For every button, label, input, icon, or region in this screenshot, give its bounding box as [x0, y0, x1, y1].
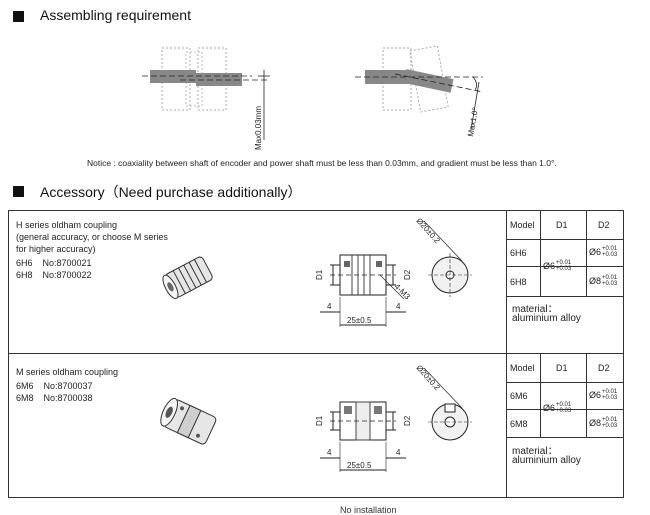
- material-value: aluminium alloy: [512, 455, 581, 466]
- h-series-item: 6H8 No:8700022: [16, 270, 92, 280]
- material-value: aluminium alloy: [512, 313, 581, 324]
- table-header-model: Model: [510, 220, 535, 230]
- dim-screw-label: 4-M3: [393, 282, 413, 302]
- m-coupling-drawing: D1 D2 4 4 25±0.5 Ø20±0.2: [315, 363, 472, 472]
- h-series-line: (general accuracy, or choose M series: [16, 232, 168, 242]
- h-series-item: 6H6 No:8700021: [16, 258, 92, 268]
- assembling-title: Assembling requirement: [40, 7, 191, 23]
- dim-d1-label: D1: [315, 415, 324, 426]
- dim-parallel-label: Max0.03mm: [254, 106, 263, 150]
- dim-diameter-label: Ø20±0.2: [415, 363, 443, 392]
- table-model-cell: 6H6: [510, 248, 527, 258]
- table-header-d1: D1: [556, 363, 568, 373]
- dim-angle-label: Max1.0°: [466, 107, 480, 138]
- m-spec-table: Model D1 D2 6M6 6M8 Ø6 +0.01 +0.03 Ø6 +0…: [506, 353, 624, 498]
- spec-column-divider: [506, 210, 507, 498]
- m-series-description: M series oldham coupling 6M6 No:8700037 …: [16, 366, 118, 404]
- h-series-line: H series oldham coupling: [16, 220, 118, 230]
- m-series-line: M series oldham coupling: [16, 367, 119, 377]
- table-header-d1: D1: [556, 220, 568, 230]
- table-header-d2: D2: [598, 220, 610, 230]
- section-bullet-square: [13, 186, 24, 197]
- section-bullet-square: [13, 11, 24, 22]
- table-d2-cell: Ø8 +0.01 +0.03: [589, 275, 618, 287]
- table-d1-cell: Ø6 +0.01 +0.03: [543, 402, 572, 414]
- footer-fragment: No installation: [340, 505, 397, 515]
- table-model-cell: 6M6: [510, 391, 528, 401]
- dim-d2-label: D2: [403, 415, 412, 426]
- m-coupling-illustration: [160, 397, 217, 445]
- h-series-description: H series oldham coupling (general accura…: [16, 219, 168, 281]
- table-d2-cell: Ø8 +0.01 +0.03: [589, 417, 618, 429]
- h-spec-table: Model D1 D2 6H6 6H8 Ø6 +0.01 +0.03 Ø6 +0…: [506, 210, 624, 353]
- dim-length-label: 25±0.5: [347, 316, 372, 325]
- dim-length-label: 25±0.5: [347, 461, 372, 470]
- m-series-item: 6M8 No:8700038: [16, 393, 93, 403]
- parallel-misalignment-diagram: Max0.03mm: [142, 47, 270, 150]
- angular-misalignment-diagram: Max1.0°: [355, 45, 484, 138]
- table-header-d2: D2: [598, 363, 610, 373]
- h-series-line: for higher accuracy): [16, 244, 96, 254]
- accessory-title: Accessory（Need purchase additionally）: [40, 184, 302, 200]
- material-label: material：: [512, 446, 558, 457]
- dim-left-label: 4: [327, 302, 332, 311]
- dim-right-label: 4: [396, 448, 401, 457]
- material-label: material：: [512, 304, 558, 315]
- table-d1-cell: Ø6 +0.01 +0.03: [543, 260, 572, 272]
- table-d2-cell: Ø6 +0.01 +0.03: [589, 389, 618, 401]
- h-coupling-illustration: [162, 256, 213, 300]
- dim-d1-label: D1: [315, 269, 324, 280]
- table-d2-cell: Ø6 +0.01 +0.03: [589, 246, 618, 258]
- dim-right-label: 4: [396, 302, 401, 311]
- row-divider: [8, 353, 624, 354]
- m-series-item: 6M6 No:8700037: [16, 381, 93, 391]
- table-model-cell: 6H8: [510, 277, 527, 287]
- dim-d2-label: D2: [403, 269, 412, 280]
- table-header-model: Model: [510, 363, 535, 373]
- dim-diameter-label: Ø20±0.2: [415, 216, 443, 245]
- accessory-table: [8, 210, 624, 498]
- table-model-cell: 6M8: [510, 419, 528, 429]
- assembly-notice: Notice : coaxiality between shaft of enc…: [87, 158, 557, 168]
- dim-left-label: 4: [327, 448, 332, 457]
- h-coupling-drawing: D1 D2 4-M3 4 4 25±0.5 Ø20±0.2: [315, 216, 472, 327]
